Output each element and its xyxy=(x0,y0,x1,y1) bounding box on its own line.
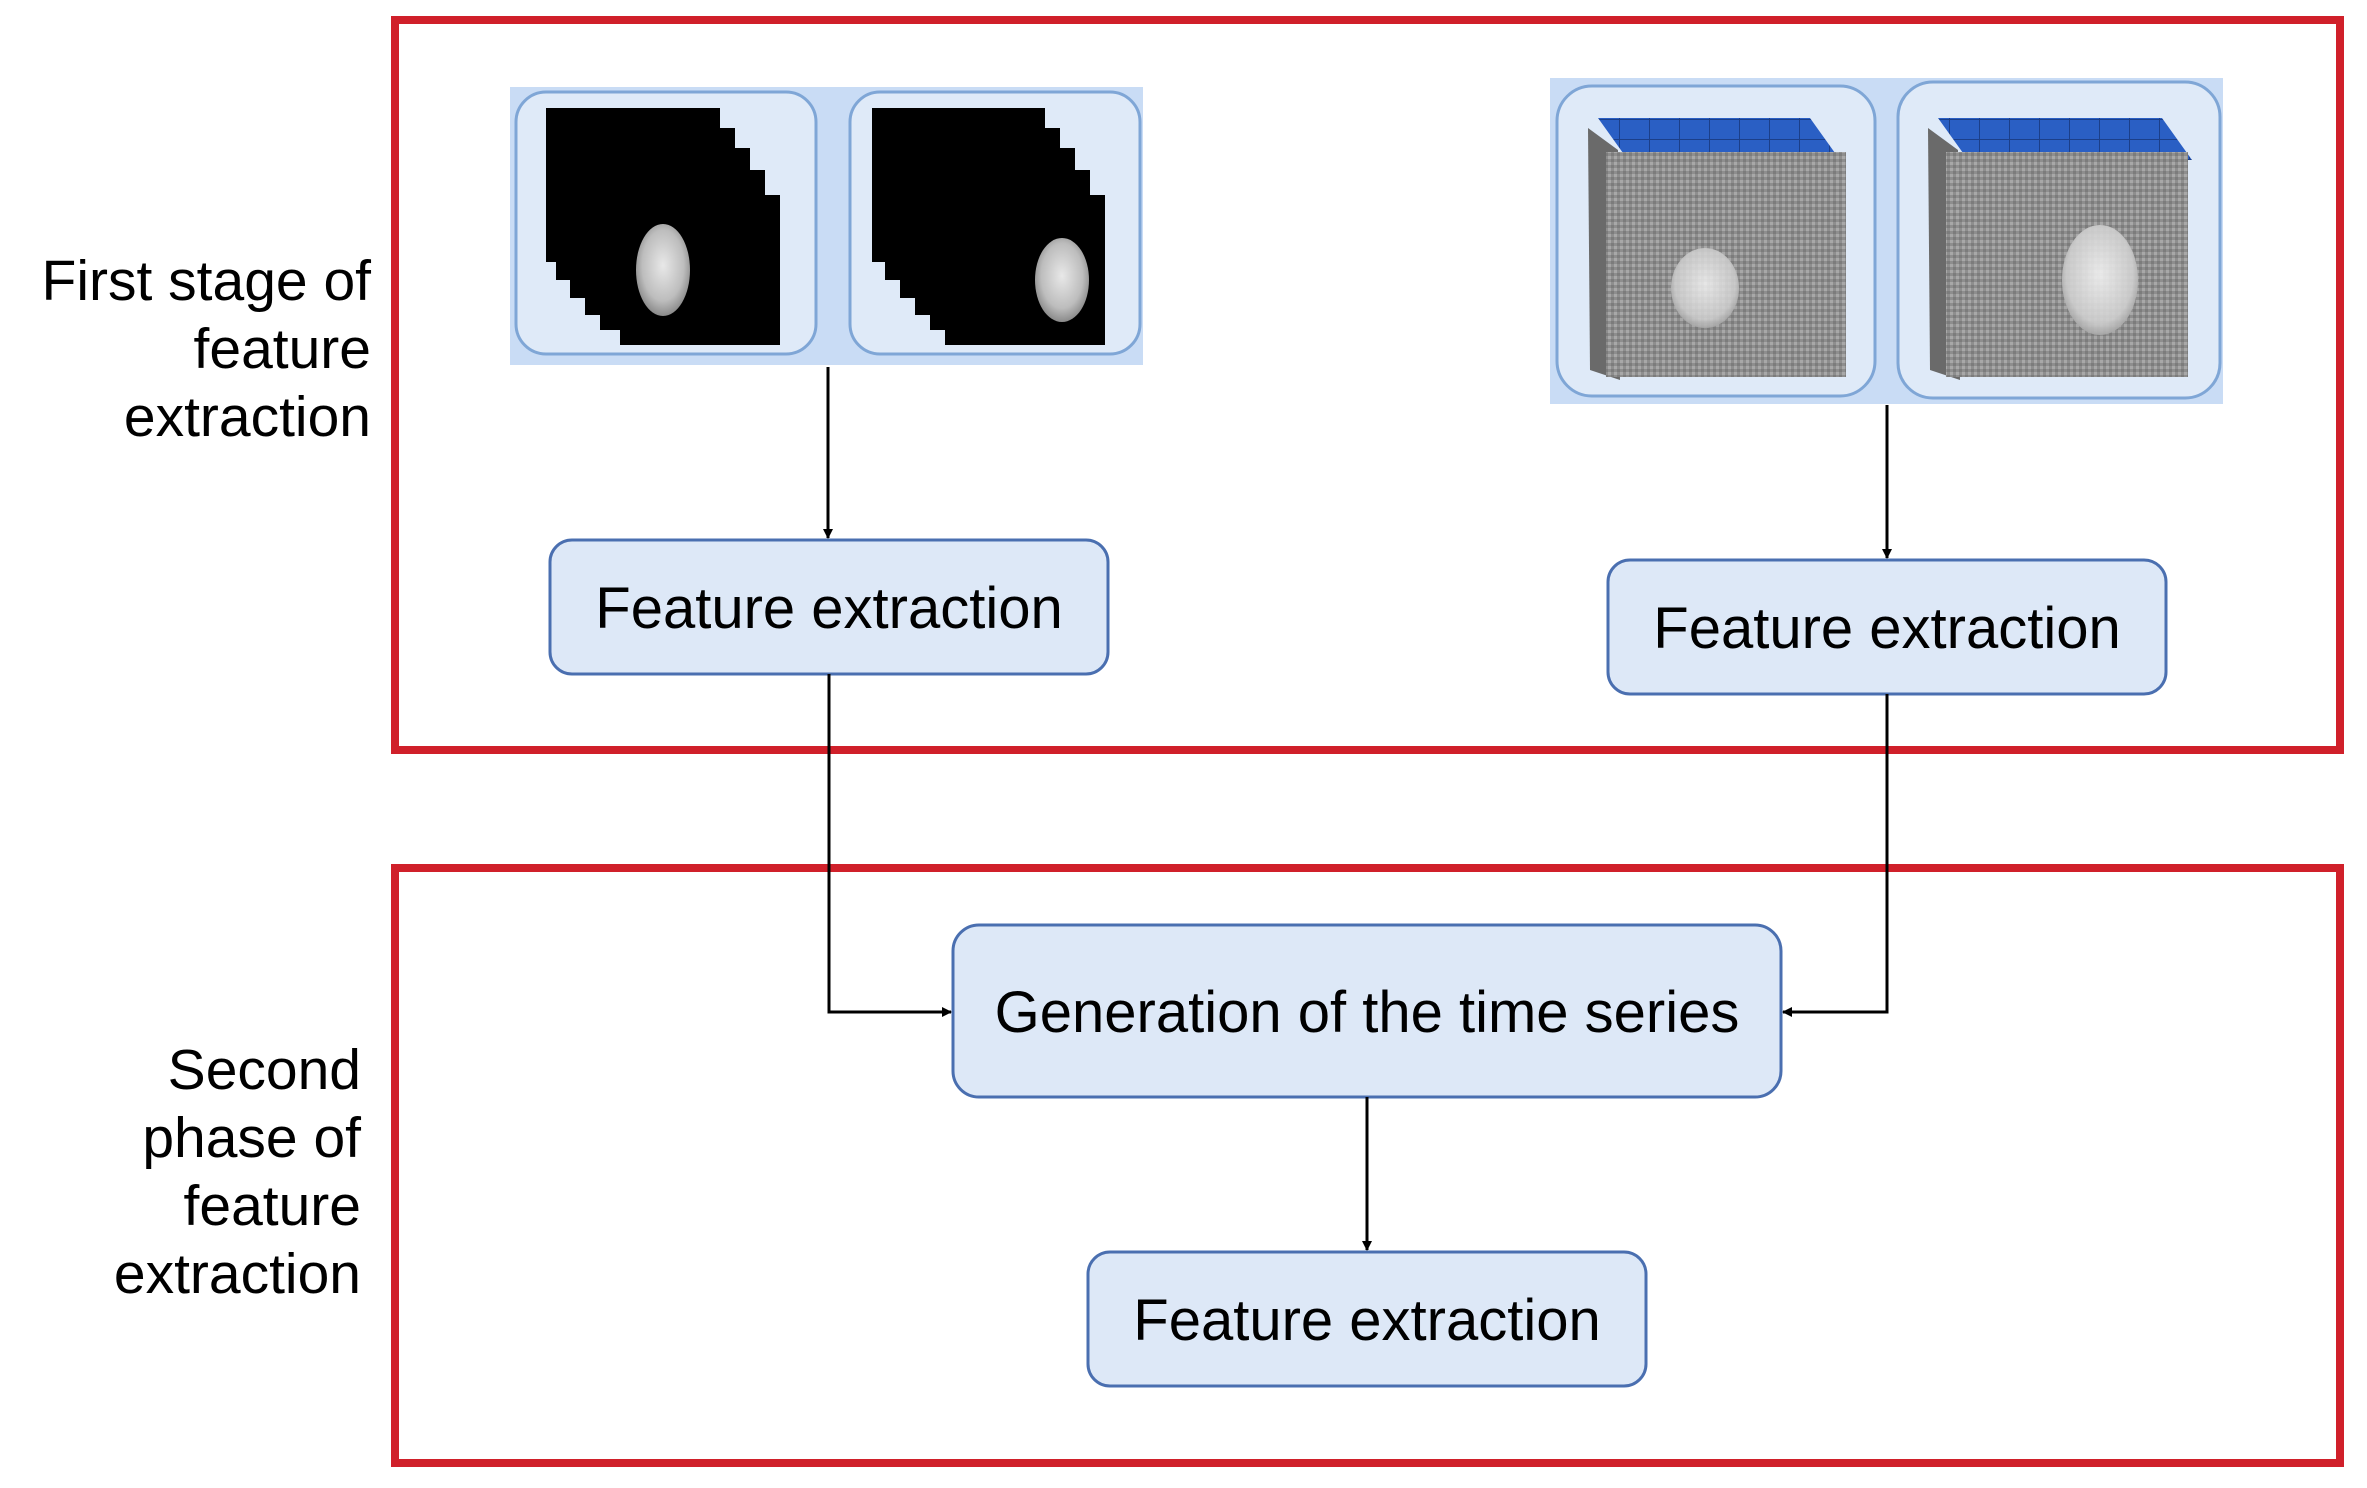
arrow-right-fe-to-time-series xyxy=(1782,694,1889,1017)
feature-extraction-label-right: Feature extraction xyxy=(1653,596,2120,661)
first-stage-label-line-1: First stage of xyxy=(41,249,371,313)
feature-extraction-label-left: Feature extraction xyxy=(595,576,1062,641)
first-stage-frame xyxy=(391,16,2344,754)
masked-slice-stack-icon xyxy=(510,87,1143,365)
time-series-generation-box: Generation of the time series xyxy=(951,923,1783,1099)
feature-extraction-box-right: Feature extraction xyxy=(1606,558,2168,696)
arrow-left-fe-to-time-series xyxy=(827,674,952,1017)
second-stage-frame xyxy=(391,864,2344,1467)
second-stage-label-line-1: Second xyxy=(167,1038,361,1102)
time-series-generation-label: Generation of the time series xyxy=(995,980,1740,1045)
second-stage-label-line-3: feature xyxy=(183,1174,361,1238)
feature-extraction-box-left: Feature extraction xyxy=(548,538,1110,676)
first-stage-label-line-2: feature xyxy=(193,317,371,381)
second-stage-label-line-2: phase of xyxy=(142,1106,361,1170)
volume-stack-icon xyxy=(1550,78,2223,404)
feature-extraction-box-bottom: Feature extraction xyxy=(1086,1250,1648,1388)
second-stage-label-line-4: extraction xyxy=(113,1242,361,1306)
second-stage-label: Second phase of feature extraction xyxy=(114,1036,361,1308)
feature-extraction-label-bottom: Feature extraction xyxy=(1133,1288,1600,1353)
first-stage-label: First stage of feature extraction xyxy=(42,247,371,451)
first-stage-label-line-3: extraction xyxy=(123,385,371,449)
